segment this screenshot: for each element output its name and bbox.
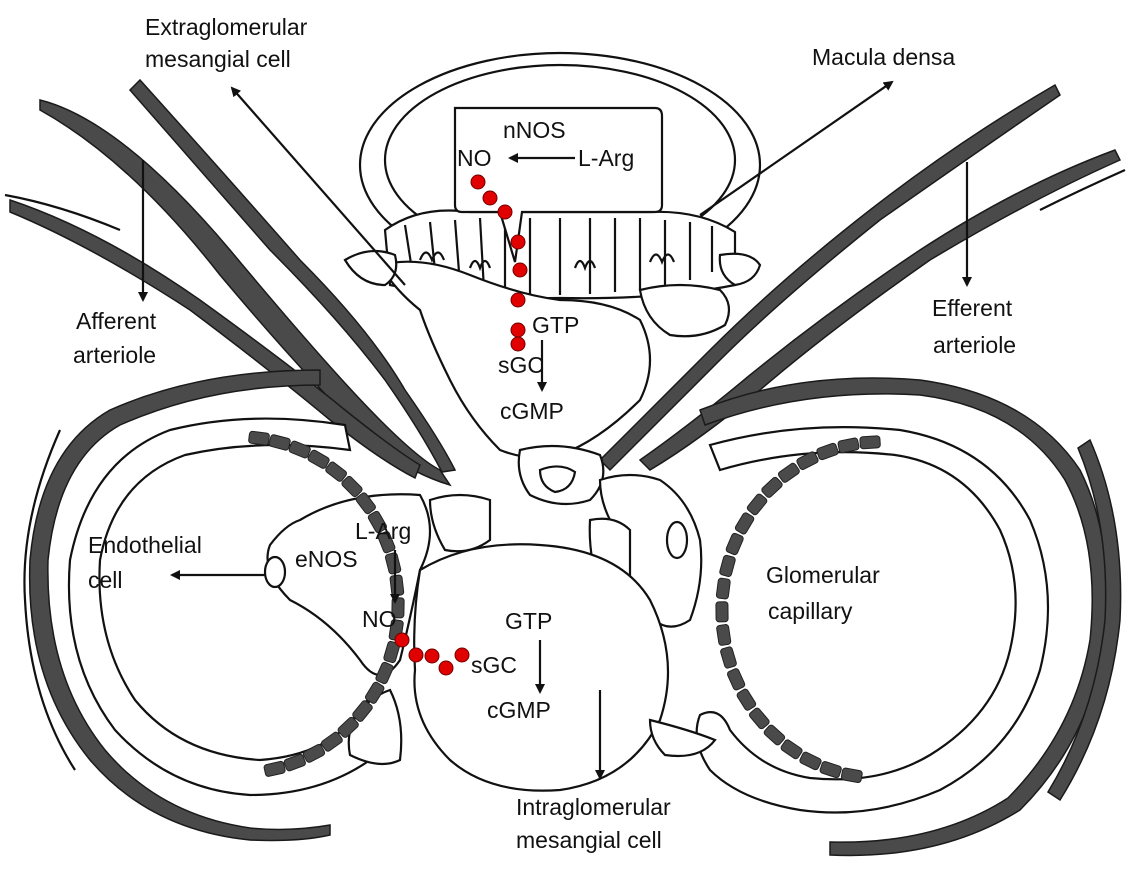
fenestra: [860, 436, 881, 449]
label-efferent-1: Efferent: [932, 295, 1012, 322]
fenestra: [799, 751, 822, 771]
label-gtp-top: GTP: [532, 312, 579, 339]
label-larg-top: L-Arg: [578, 145, 634, 172]
no-molecule: [409, 648, 423, 662]
no-molecule: [439, 661, 453, 675]
fenestra: [761, 476, 784, 498]
no-molecule: [511, 337, 525, 351]
fenestra: [307, 449, 330, 469]
fenestra: [819, 761, 842, 779]
fenestra: [390, 575, 404, 596]
fenestra: [716, 624, 731, 646]
label-gtp-bottom: GTP: [505, 608, 552, 635]
no-molecule: [483, 191, 497, 205]
label-no-top: NO: [457, 145, 492, 172]
fenestra: [746, 493, 768, 516]
fenestra: [727, 668, 746, 691]
no-molecule: [513, 263, 527, 277]
label-extraglomerular-2: mesangial cell: [145, 46, 291, 73]
fenestra: [725, 532, 744, 555]
label-enos: eNOS: [295, 546, 358, 573]
label-sgc-top: sGC: [498, 352, 544, 379]
fenestra: [777, 462, 800, 483]
no-molecule: [511, 293, 525, 307]
label-extraglomerular-1: Extraglomerular: [145, 14, 307, 41]
label-glomerular-2: capillary: [768, 598, 852, 625]
label-sgc-bottom: sGC: [471, 652, 517, 679]
fenestra: [248, 431, 269, 445]
label-no-bottom: NO: [362, 606, 397, 633]
label-intraglomerular-2: mesangial cell: [516, 827, 662, 854]
label-cgmp-bottom: cGMP: [487, 697, 551, 724]
no-molecule: [425, 649, 439, 663]
fenestra: [763, 724, 786, 746]
fenestra: [716, 578, 730, 599]
label-cgmp-top: cGMP: [500, 398, 564, 425]
fenestra: [736, 688, 757, 711]
no-molecule: [511, 323, 525, 337]
label-efferent-2: arteriole: [933, 332, 1016, 359]
no-molecule: [511, 235, 525, 249]
label-glomerular-1: Glomerular: [766, 562, 880, 589]
no-molecule: [395, 633, 409, 647]
no-molecule: [471, 175, 485, 189]
label-larg-bottom: L-Arg: [355, 518, 411, 545]
label-macula-densa: Macula densa: [812, 44, 955, 71]
fenestra: [325, 461, 348, 483]
right-glomerular-capillary: [697, 378, 1121, 855]
fenestra: [780, 739, 803, 760]
label-endothelial-1: Endothelial: [88, 532, 202, 559]
fenestra: [716, 602, 728, 622]
fenestra: [719, 555, 736, 577]
no-molecule: [498, 205, 512, 219]
label-afferent-2: arteriole: [73, 342, 156, 369]
label-intraglomerular-1: Intraglomerular: [516, 794, 671, 821]
fenestra: [734, 512, 755, 535]
label-nnos: nNOS: [503, 117, 566, 144]
label-afferent-1: Afferent: [76, 308, 156, 335]
label-endothelial-2: cell: [88, 567, 123, 594]
fenestra: [748, 707, 770, 730]
fenestra: [720, 646, 737, 669]
fenestra: [341, 475, 364, 498]
no-molecule: [455, 648, 469, 662]
